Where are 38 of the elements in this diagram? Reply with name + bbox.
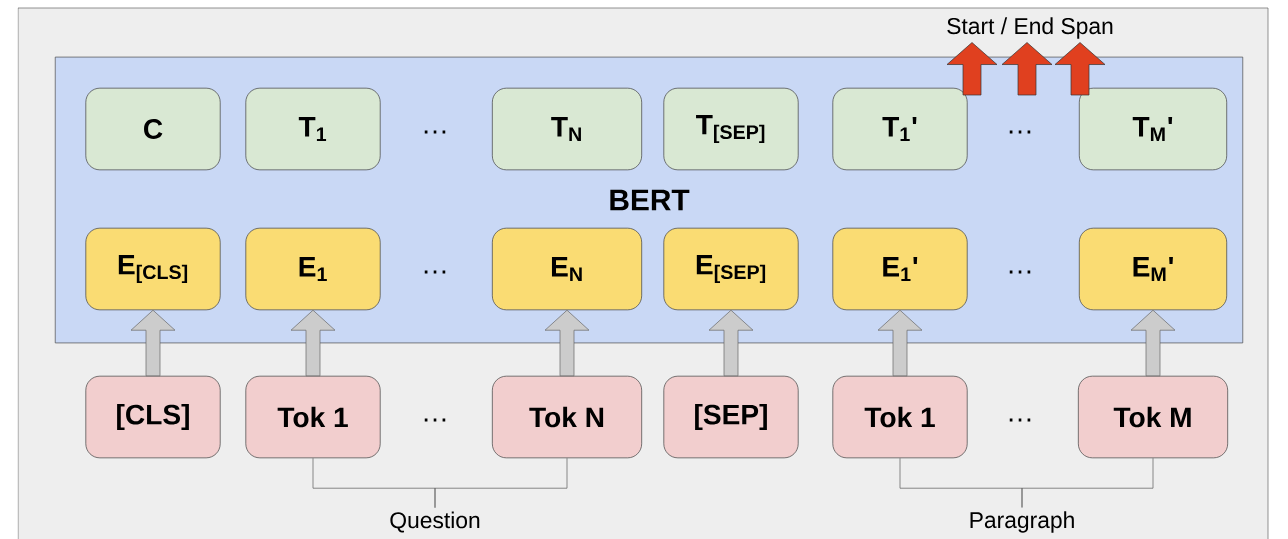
block-arrow bbox=[1130, 309, 1176, 377]
caption-text: Paragraph bbox=[970, 511, 1074, 533]
embedding-box: E$_{[SEP]}$ bbox=[663, 227, 799, 311]
embedding-box: E$_{N}$ bbox=[492, 227, 643, 311]
token-box: [SEP] bbox=[663, 375, 799, 459]
output-box: T$_{M}$' bbox=[1078, 87, 1228, 171]
output-box: C bbox=[85, 87, 221, 171]
token-box: Tok M bbox=[1078, 375, 1229, 459]
output-box: T$_{[SEP]}$ bbox=[663, 87, 799, 171]
token-box: [CLS] bbox=[85, 375, 221, 459]
ellipsis-text: … bbox=[1009, 270, 1031, 274]
block-arrow bbox=[544, 309, 590, 377]
token-box: Tok 1 bbox=[832, 375, 968, 459]
output-box: T$_{1}$' bbox=[832, 87, 968, 171]
bracket-line bbox=[434, 457, 568, 509]
token-box: Tok N bbox=[492, 375, 643, 459]
block-arrow bbox=[290, 309, 336, 377]
ellipsis-text: … bbox=[424, 270, 446, 274]
block-arrow bbox=[1001, 42, 1053, 96]
block-arrow bbox=[1054, 42, 1106, 96]
ellipsis-text: … bbox=[424, 418, 446, 422]
output-box: T$_{1}$ bbox=[245, 87, 381, 171]
block-arrow bbox=[877, 309, 923, 377]
caption-text: Question bbox=[390, 511, 480, 533]
embedding-box: E$_{[CLS]}$ bbox=[85, 227, 221, 311]
embedding-box: E$_{M}$' bbox=[1078, 227, 1228, 311]
ellipsis-text: … bbox=[1009, 130, 1031, 134]
token-box: Tok 1 bbox=[245, 375, 381, 459]
output-box: T$_{N}$ bbox=[492, 87, 643, 171]
bracket-line bbox=[1021, 457, 1154, 508]
ellipsis-text: … bbox=[1009, 418, 1031, 422]
ellipsis-text: … bbox=[424, 130, 446, 134]
embedding-box: E$_{1}$' bbox=[832, 227, 968, 311]
caption-text: Start / End Span bbox=[947, 17, 1113, 39]
block-arrow bbox=[946, 42, 998, 96]
block-arrow bbox=[130, 309, 176, 377]
embedding-box: E$_{1}$ bbox=[245, 227, 381, 311]
block-arrow bbox=[708, 309, 754, 377]
